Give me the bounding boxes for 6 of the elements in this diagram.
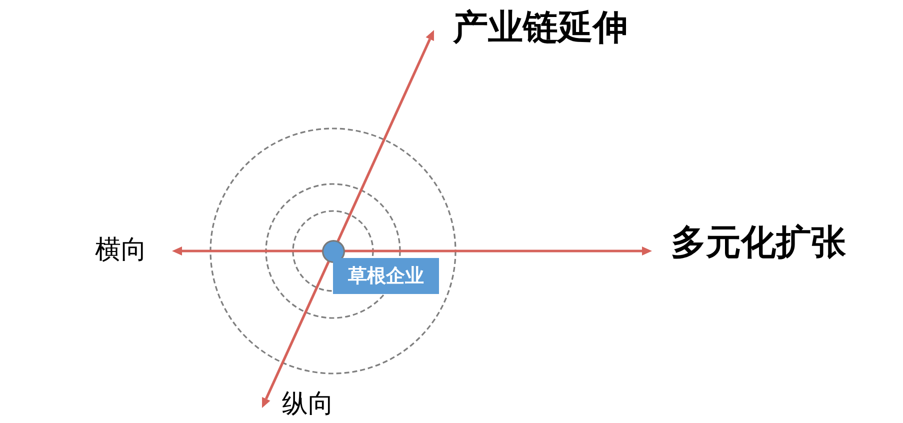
tag-label: 草根企业	[333, 258, 439, 294]
direction-label: 纵向	[282, 391, 334, 417]
direction-label: 产业链延伸	[453, 11, 628, 46]
dot-icon	[322, 240, 344, 262]
direction-label: 横向	[95, 237, 147, 263]
direction-label: 多元化扩张	[671, 226, 846, 261]
